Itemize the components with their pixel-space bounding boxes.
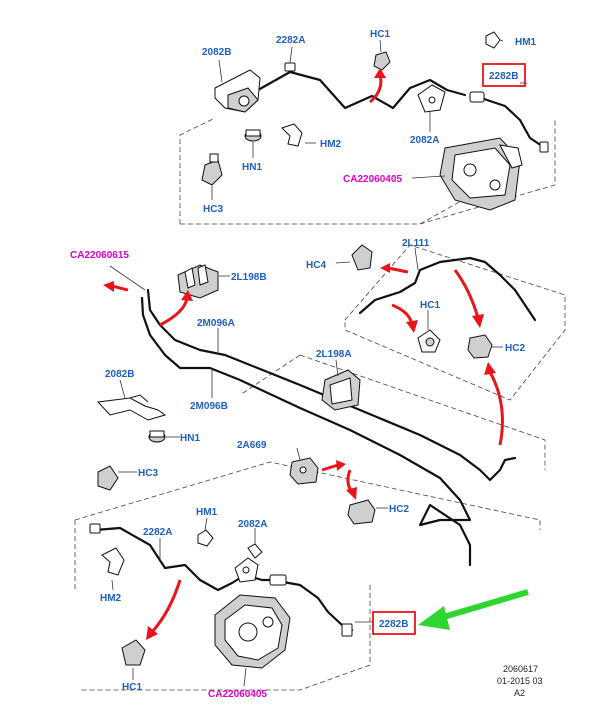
clip-HM1-top <box>485 31 501 49</box>
clip-2A669 <box>289 457 319 485</box>
brake-pipe-2M096A <box>146 288 517 482</box>
label-bot-CA22060405: CA22060405 <box>208 689 267 700</box>
clip-HC3-middle <box>97 465 119 491</box>
bracket-2082B-middle <box>96 394 167 421</box>
bracket-2082B-top <box>214 69 261 113</box>
label-bot-2082A: 2082A <box>238 519 267 530</box>
right-assembly-outline <box>344 244 566 401</box>
label-bot-HM2: HM2 <box>100 593 122 604</box>
clip-HC1-top <box>373 51 391 71</box>
reference-line-3: A2 <box>514 688 525 698</box>
label-mid-2A669: 2A669 <box>237 440 267 451</box>
center-assembly-outline <box>239 354 546 470</box>
nut-HN1-top <box>244 129 262 142</box>
highlight-box-top-2282B <box>482 63 526 87</box>
label-mid-HC2a: HC2 <box>505 343 525 354</box>
label-top-2282A: 2282A <box>276 35 305 46</box>
red-arrow-bottom <box>150 579 182 634</box>
label-top-HC1: HC1 <box>370 29 390 40</box>
label-top-2282B: 2282B <box>489 71 518 82</box>
red-arrow-HC4 <box>387 266 409 274</box>
brake-hose-top <box>476 95 547 150</box>
hose-fitting-top <box>469 91 485 103</box>
caliper-top <box>439 137 523 211</box>
clip-HC3-top <box>201 153 223 186</box>
label-mid-HC3: HC3 <box>138 468 158 479</box>
label-mid-2L198B: 2L198B <box>231 272 267 283</box>
label-bot-HC1: HC1 <box>122 682 142 693</box>
clip-HC4 <box>351 244 373 271</box>
red-arrow-top <box>368 74 383 104</box>
label-mid-2M096A: 2M096A <box>197 318 235 329</box>
hose-end-bottom <box>341 623 353 637</box>
clip-HM1-bottom <box>197 529 214 547</box>
pipe-nut-top <box>284 62 296 72</box>
green-arrow <box>439 589 529 621</box>
nut-HN1-middle <box>148 430 166 443</box>
label-mid-HC1: HC1 <box>420 300 440 311</box>
label-top-2082A: 2082A <box>410 135 439 146</box>
red-arrow-HC2-right <box>453 269 480 319</box>
bracket-2082A-top <box>417 84 446 113</box>
label-top-HN1: HN1 <box>242 162 262 173</box>
label-bot-2282B: 2282B <box>379 619 408 630</box>
top-assembly-outline <box>179 117 556 225</box>
label-top-2082B: 2082B <box>202 47 231 58</box>
label-top-HM1: HM1 <box>515 37 537 48</box>
clip-HC2-right <box>467 334 493 359</box>
reference-line-1: 2060617 <box>503 664 538 674</box>
bottom-assembly-outline <box>74 461 541 691</box>
bracket-2082A-bottom <box>234 543 263 583</box>
label-mid-2082B: 2082B <box>105 369 134 380</box>
clip-HM2-bottom <box>101 547 125 576</box>
label-top-CA22060405: CA22060405 <box>343 174 402 185</box>
red-arrow-up-HC2 <box>488 371 504 446</box>
red-arrow-left-out <box>111 284 129 292</box>
label-mid-HC4: HC4 <box>306 260 326 271</box>
bracket-2L198B <box>177 264 219 299</box>
brake-pipe-top <box>256 70 467 110</box>
label-mid-2L198A: 2L198A <box>316 349 352 360</box>
hose-end-top <box>539 141 549 153</box>
label-top-HC3: HC3 <box>203 204 223 215</box>
hose-fitting-bottom <box>269 574 287 586</box>
label-bot-2282A: 2282A <box>143 527 172 538</box>
caliper-bottom <box>214 594 291 669</box>
bracket-2L198A <box>321 369 361 411</box>
clip-HC2-middle <box>347 499 376 525</box>
label-mid-2L111: 2L111 <box>402 238 430 249</box>
red-arrow-2A669 <box>321 463 339 472</box>
red-arrowhead-top <box>374 68 386 78</box>
highlight-box-bottom-2282B <box>372 611 416 635</box>
label-top-HM2: HM2 <box>320 139 342 150</box>
label-mid-HN1: HN1 <box>180 433 200 444</box>
red-arrow-2L198B <box>159 297 189 327</box>
label-mid-2M096B: 2M096B <box>190 401 228 412</box>
label-mid-CA22060615: CA22060615 <box>70 250 129 261</box>
clip-HC1-middle <box>417 329 441 353</box>
brake-pipe-2M096B <box>140 296 472 567</box>
clip-HM2-top <box>281 123 303 147</box>
label-mid-HC2b: HC2 <box>389 504 409 515</box>
label-bot-HM1: HM1 <box>196 507 218 518</box>
clip-HC1-bottom <box>121 639 146 666</box>
reference-line-2: 01-2015 03 <box>497 676 543 686</box>
brake-pipe-2L111 <box>358 256 537 322</box>
pipe-nut-bottom <box>89 523 101 534</box>
